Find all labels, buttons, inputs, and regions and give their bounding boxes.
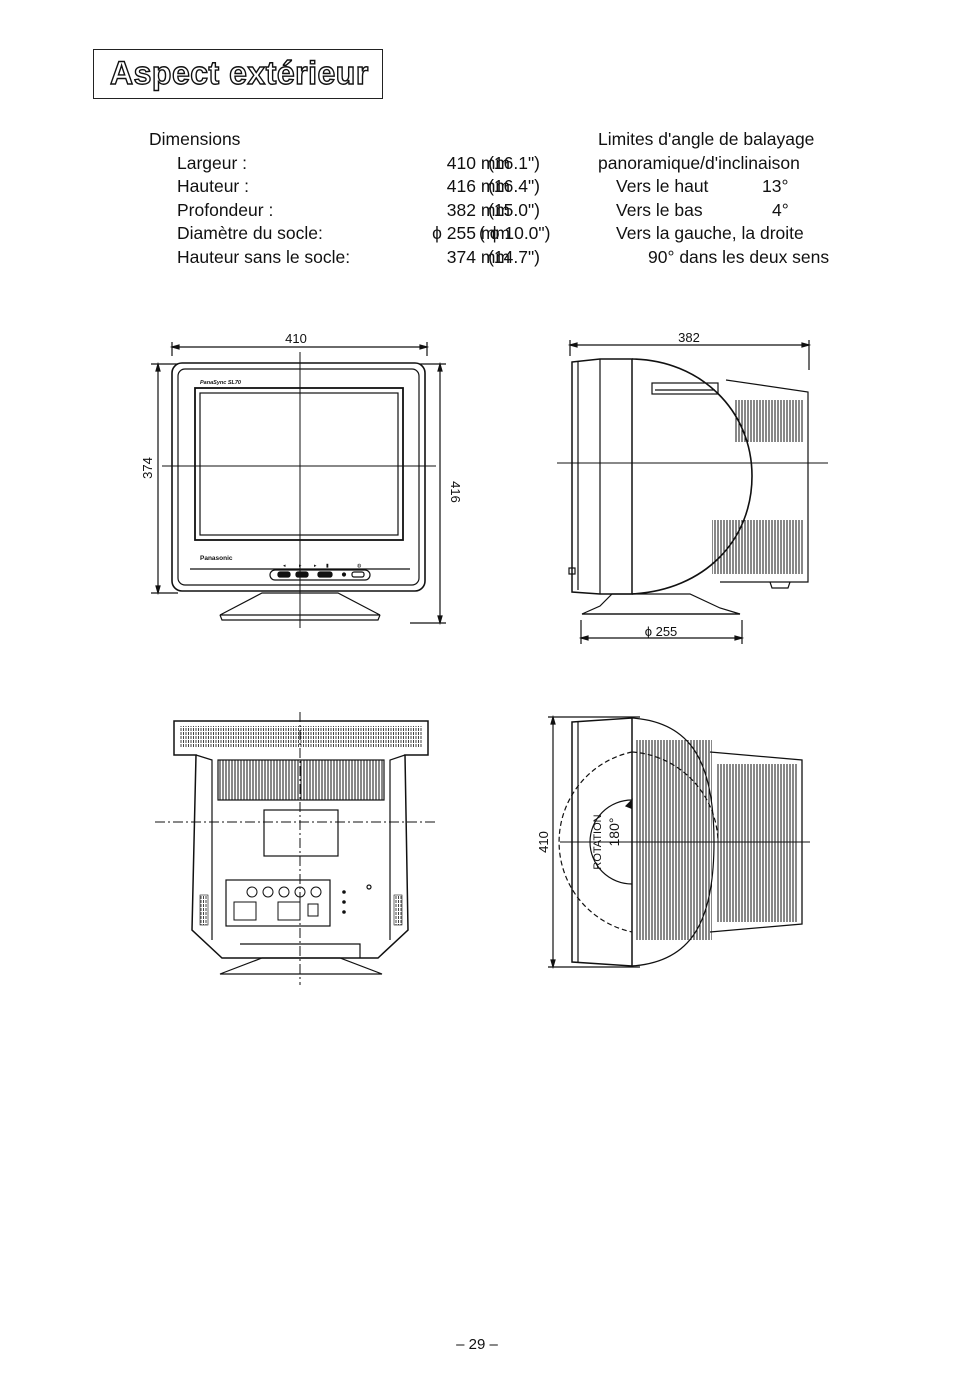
rotation-value: 180° [606, 818, 622, 847]
dimension-row: Diamètre du socle: ϕ 255 mm ( ϕ 10.0") [149, 222, 550, 246]
dimension-row: Hauteur : 416 mm (16.4") [149, 175, 540, 199]
dimension-label: Diamètre du socle: [177, 223, 323, 244]
side-base-dimension: ϕ 255 [645, 624, 678, 639]
rear-view-drawing [155, 712, 436, 985]
front-height-total-dimension: 416 [448, 481, 463, 503]
page-number: – 29 – [456, 1336, 498, 1353]
angle-side-value: 90° dans les deux sens [648, 246, 830, 267]
dimension-mm: 374 mm [446, 246, 510, 267]
svg-text:◂: ◂ [283, 563, 286, 569]
section-title-box: Aspect extérieur [93, 49, 383, 99]
dimensions-heading: Dimensions [149, 129, 241, 149]
rotation-label: ROTATION [592, 814, 604, 869]
dimension-inch: ( ϕ 10.0") [479, 223, 551, 244]
angle-side-label: Vers la gauche, la droite [616, 223, 804, 244]
side-view-drawing: 382 ϕ 255 [557, 330, 828, 644]
dimension-inch: (15.0") [488, 199, 540, 220]
svg-text:▮: ▮ [326, 563, 329, 569]
dimensions-block: Dimensions Largeur : 410 mm (16.1") Haut… [149, 128, 550, 270]
dimension-mm: 416 mm [446, 176, 510, 197]
angle-heading-line2: panoramique/d'inclinaison [598, 152, 800, 173]
dimension-inch: (16.4") [488, 176, 540, 197]
front-brand-label: Panasonic [200, 555, 233, 562]
section-title: Aspect extérieur [109, 54, 369, 91]
front-view-drawing: 410 374 416 PanaSync SL70 Panasonic ◂▸▸ … [140, 331, 463, 628]
angle-down-value: 4° [772, 199, 789, 220]
angle-up-label: Vers le haut [616, 176, 709, 197]
angle-down-label: Vers le bas [616, 199, 703, 220]
dimension-label: Hauteur sans le socle: [177, 246, 351, 267]
front-model-label: PanaSync SL70 [200, 380, 241, 386]
dimensions-heading-row: Dimensions [149, 128, 240, 152]
angle-heading-line1: Limites d'angle de balayage [598, 129, 815, 149]
dimension-row: Hauteur sans le socle: 374 mm (14.7") [149, 246, 540, 270]
top-view-drawing: 410 ROTATION 180° [536, 714, 810, 970]
dimension-mm: ϕ 255 mm [432, 223, 510, 244]
dimension-label: Profondeur : [177, 199, 274, 220]
dimension-label: Largeur : [177, 152, 248, 173]
dimension-mm: 410 mm [446, 152, 510, 173]
dimension-mm: 382 mm [446, 199, 510, 220]
angle-limits-block: Limites d'angle de balayage panoramique/… [598, 128, 829, 270]
top-width-dimension: 410 [536, 831, 551, 853]
front-width-dimension: 410 [285, 331, 307, 346]
front-height-no-stand-dimension: 374 [140, 457, 155, 479]
svg-text:◍: ◍ [357, 563, 362, 569]
dimension-inch: (16.1") [488, 152, 540, 173]
svg-text:▸: ▸ [314, 563, 317, 569]
dimension-row: Profondeur : 382 mm (15.0") [149, 199, 540, 223]
dimension-label: Hauteur : [177, 176, 249, 197]
side-depth-dimension: 382 [678, 330, 700, 345]
dimension-row: Largeur : 410 mm (16.1") [149, 152, 540, 176]
dimension-inch: (14.7") [488, 246, 540, 267]
angle-up-value: 13° [762, 176, 789, 197]
